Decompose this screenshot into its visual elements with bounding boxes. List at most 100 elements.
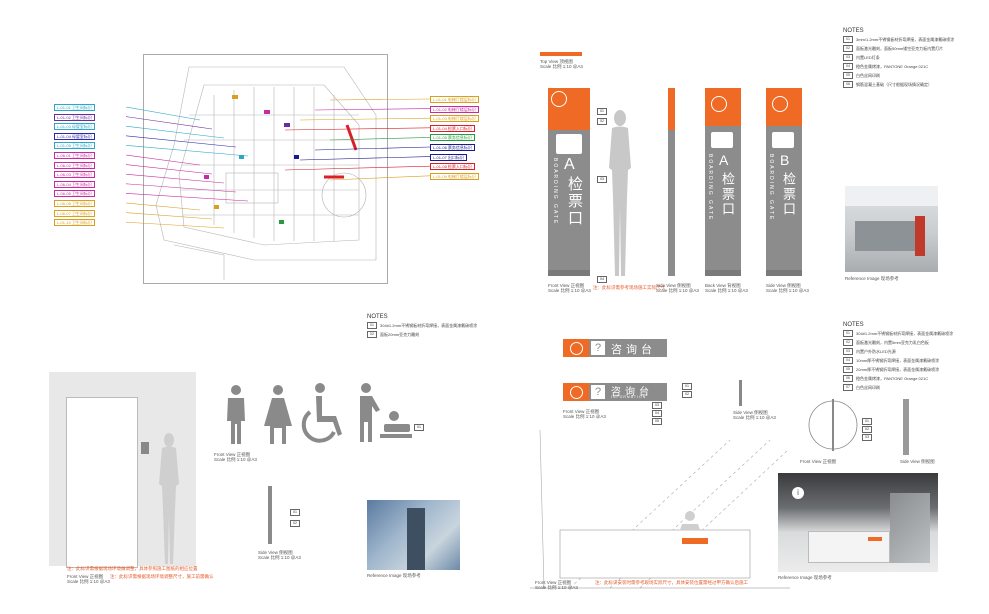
pillar-front-logo [551, 91, 567, 107]
floorplan-callout: L-06-07 卫生间标识 [54, 209, 95, 217]
info-sign-2: ? 咨询台 INFORMATION [563, 383, 667, 401]
callout-leader-line [125, 116, 213, 130]
callout-leader-line [125, 193, 249, 202]
floorplan-callout: L-01-05 卫生间标识 [54, 142, 95, 150]
floorplan-callout: L-06-04 卫生间标识 [54, 180, 95, 188]
boarding-top-view: Top View 顶视图 Scale 比例 1:10 @A3 [540, 52, 583, 69]
info-circle-tag-02: 02 [862, 426, 872, 433]
callout-leader-line [329, 98, 431, 101]
floorplan-callout: L-01-03 电梯厅楼层标识 [430, 115, 479, 123]
pillar-view-b: BOARDING GATE B 检票口 [766, 88, 802, 276]
pillar-b-base [766, 270, 802, 276]
note-number: 02 [843, 339, 853, 346]
info-circle-side-label: Side View 侧视图 [900, 459, 935, 464]
info-sign-1: ? 咨询台 [563, 339, 667, 357]
note-text: 304#1.2mm不锈钢板材折弯焊接，表面金属漆氟碳喷涂 [380, 322, 478, 328]
info-sign-1-text: 咨询台 [611, 344, 656, 356]
callout-leader-line [314, 108, 431, 111]
note-number: 04 [843, 357, 853, 364]
info-sign-2-text: 咨询台 [611, 387, 653, 398]
note-text: 白色丝网印刷 [856, 384, 880, 390]
info-sign-1-question-icon: ? [591, 341, 605, 355]
pillar-side-head [668, 88, 675, 130]
boarding-notes-title: NOTES [843, 28, 864, 34]
toilet-pictograms [227, 383, 412, 444]
info-reference-label: Reference Image 现场参考 [778, 575, 832, 580]
info-sign-2-subtext: INFORMATION [611, 395, 647, 399]
toilet-front-view-scale: Scale 比例 1:10 @A3 [67, 579, 110, 584]
floorplan-callout: L-01-04 母婴室标识 [54, 132, 95, 140]
toilet-wall-sign [141, 442, 149, 454]
callout-leader-line [125, 154, 201, 166]
callout-leader-line [284, 165, 431, 171]
pillar-b-ticket-icon [772, 132, 794, 148]
front-view-scale: Scale 比例 1:10 @A3 [548, 288, 591, 293]
info-reference-image: i [778, 473, 938, 572]
boarding-reference-label: Reference Image 现场参考 [845, 276, 899, 281]
note-text: 面板激光雕刻，面板50mm镂空亚克力板内置灯片 [856, 45, 944, 51]
info-circle-front-label: Front View 正视图 [800, 459, 837, 464]
toilet-door [66, 397, 138, 568]
pillar-b-chinese: 检票口 [781, 172, 796, 217]
front-tag-03: 03 [597, 176, 607, 183]
toilet-front-view-label: Front View 正视图 [67, 574, 104, 579]
floorplan-callout: L-01-02 卫生间标识 [54, 113, 95, 121]
floorplan-callout: L-06-06 卫生间标识 [54, 200, 95, 207]
side-view-scale: Scale 比例 1:10 @A3 [656, 288, 699, 293]
callout-leader-line [299, 117, 431, 121]
pillar-b-letter: B [780, 152, 790, 168]
pillar-back-a-ticket-icon [711, 132, 733, 148]
pillar-front-letter: A [564, 156, 575, 173]
info-tag-03: 03 [652, 402, 662, 409]
toilet-tag-01: 01 [414, 424, 424, 431]
floorplan-callout: L-06-01 卫生间标识 [54, 152, 95, 159]
pillar-back-a-letter: A [719, 152, 729, 168]
accessible-icon [301, 383, 342, 443]
toilet-human-silhouette [159, 433, 179, 564]
callout-leader-line [125, 164, 213, 175]
front-tag-01: 01 [597, 108, 607, 115]
info-sign-1-logo [570, 342, 583, 355]
note-text: 面板20mm亚克力雕刻 [380, 331, 420, 337]
note-text: 钢筋混凝土基础（尺寸根据现场情况确定） [856, 81, 932, 87]
floorplan-callout: L-06-05 卫生间标识 [54, 190, 95, 198]
info-tag-04: 04 [652, 410, 662, 417]
note-text: 304#1.2mm不锈钢板材折弯焊接，表面金属漆氟碳喷涂 [856, 330, 954, 336]
human-silhouette [609, 110, 631, 276]
callout-leader-line [125, 125, 225, 139]
info-front-scale-2: Scale 比例 1:10 @A3 [535, 585, 578, 590]
toilet-front-label-2: Front View 正视图 [214, 452, 251, 457]
note-text: 白色丝网印刷 [856, 72, 880, 78]
note-number: 05 [843, 366, 853, 373]
info-front-scale: Scale 比例 1:10 @A3 [563, 414, 606, 419]
info-circle-tag-03: 03 [862, 434, 872, 441]
front-view-label: Front View 正视图 [548, 283, 585, 288]
callout-leader-line [314, 146, 431, 151]
pillar-back-a-base [705, 270, 741, 276]
top-view-label: Top View 顶视图 [540, 59, 573, 64]
toilet-red-note-right: 注：此标识需根据现场环境调整尺寸，施工前需确认 [110, 574, 214, 579]
callout-leader-line [125, 145, 249, 157]
info-tag-02: 02 [682, 391, 692, 398]
callout-leader-line [125, 135, 237, 148]
note-number: 03 [843, 54, 853, 61]
note-text: 内置LED灯条 [856, 54, 880, 60]
side2-view-label: Side View 侧视图 [766, 283, 801, 288]
note-number: 06 [843, 81, 853, 88]
boarding-red-note: 注：此标识需参考现场施工实际尺寸 [593, 285, 665, 290]
note-number: 01 [843, 36, 853, 43]
floorplan-callout: L-06-02 卫生间标识 [54, 161, 95, 169]
info-reference-info-icon: i [792, 487, 804, 499]
female-icon [264, 385, 292, 444]
note-number: 04 [843, 63, 853, 70]
